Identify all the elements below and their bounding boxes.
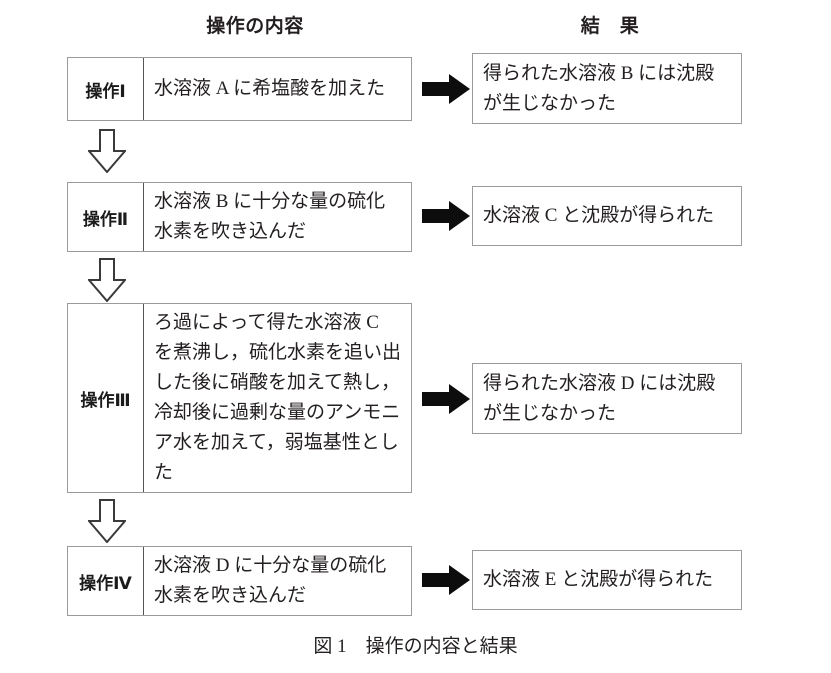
result-text-line: 得られた水溶液 D には沈殿 — [483, 372, 716, 394]
operation-text-1: 水溶液 A に希塩酸を加えた — [144, 58, 411, 120]
operation-text-line: た — [154, 462, 174, 483]
operation-text-2: 水溶液 B に十分な量の硫化 水素を吹き込んだ — [144, 183, 411, 251]
operation-text-line: を煮沸し，硫化水素を追い出 — [154, 342, 402, 363]
result-text-line: 水溶液 C と沈殿が得られた — [483, 205, 715, 226]
operation-box-3: 操作Ⅲ ろ過によって得た水溶液 C を煮沸し，硫化水素を追い出 した後に硝酸を加… — [67, 303, 412, 493]
operation-label-4: 操作Ⅳ — [68, 547, 144, 615]
operation-label-3: 操作Ⅲ — [68, 304, 144, 492]
result-box-4: 水溶液 E と沈殿が得られた — [472, 550, 742, 610]
operation-text-line: 水素を吹き込んだ — [154, 221, 307, 242]
operation-text-line: ろ過によって得た水溶液 C — [154, 312, 379, 333]
result-box-2: 水溶液 C と沈殿が得られた — [472, 186, 742, 246]
operation-text-line: 水溶液 B に十分な量の硫化 — [154, 191, 386, 212]
result-text-line: 得られた水溶液 B には沈殿 — [483, 62, 715, 84]
hollow-down-arrow-icon — [88, 129, 126, 173]
solid-right-arrow-icon — [422, 383, 470, 415]
operation-text-line: 水素を吹き込んだ — [154, 585, 307, 606]
column-header-operations: 操作の内容 — [206, 16, 304, 37]
operation-text-line: した後に硝酸を加えて熱し， — [154, 372, 401, 393]
operation-box-1: 操作Ⅰ 水溶液 A に希塩酸を加えた — [67, 57, 412, 121]
hollow-down-arrow-icon — [88, 499, 126, 543]
result-text-line: 水溶液 E と沈殿が得られた — [483, 569, 714, 590]
operation-text-line: 冷却後に過剰な量のアンモニ — [154, 402, 401, 423]
figure-caption: 図 1 操作の内容と結果 — [313, 636, 518, 657]
solid-right-arrow-icon — [422, 564, 470, 596]
solid-right-arrow-icon — [422, 73, 470, 105]
operation-box-4: 操作Ⅳ 水溶液 D に十分な量の硫化 水素を吹き込んだ — [67, 546, 412, 616]
result-text-line: が生じなかった — [483, 92, 617, 114]
operation-text-line: 水溶液 A に希塩酸を加えた — [154, 78, 386, 99]
operation-text-4: 水溶液 D に十分な量の硫化 水素を吹き込んだ — [144, 547, 411, 615]
result-box-3: 得られた水溶液 D には沈殿 が生じなかった — [472, 363, 742, 434]
operation-text-line: ア水を加えて，弱塩基性とし — [154, 432, 399, 453]
operation-text-3: ろ過によって得た水溶液 C を煮沸し，硫化水素を追い出 した後に硝酸を加えて熱し… — [144, 304, 411, 492]
hollow-down-arrow-icon — [88, 258, 126, 302]
column-header-results: 結 果 — [580, 16, 640, 37]
solid-right-arrow-icon — [422, 200, 470, 232]
operation-label-2: 操作Ⅱ — [68, 183, 144, 251]
result-text-line: が生じなかった — [483, 402, 617, 424]
operation-label-1: 操作Ⅰ — [68, 58, 144, 120]
operation-box-2: 操作Ⅱ 水溶液 B に十分な量の硫化 水素を吹き込んだ — [67, 182, 412, 252]
result-box-1: 得られた水溶液 B には沈殿 が生じなかった — [472, 53, 742, 124]
operation-text-line: 水溶液 D に十分な量の硫化 — [154, 555, 387, 576]
